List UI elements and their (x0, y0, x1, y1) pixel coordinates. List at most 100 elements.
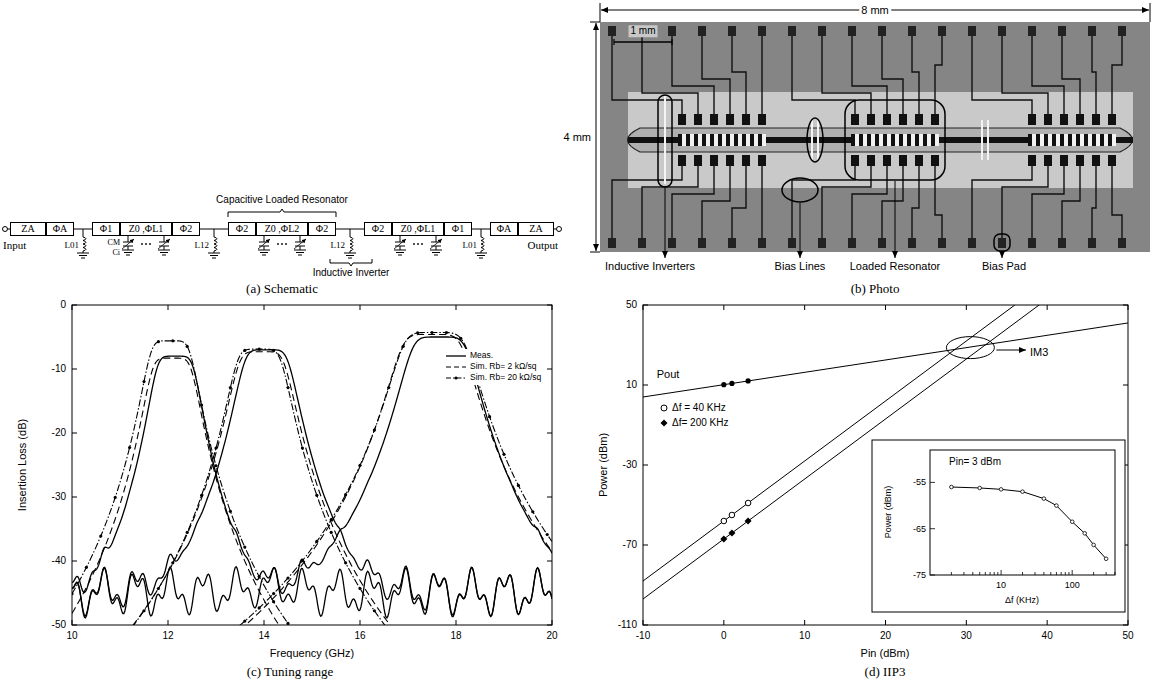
chip-photo (600, 22, 1150, 252)
series-label: Pout (657, 368, 680, 381)
bias-line (1032, 26, 1064, 114)
curve-marker (358, 464, 361, 467)
ground-symbol (296, 252, 304, 253)
curve-marker (85, 566, 88, 569)
curve-marker (157, 587, 160, 590)
curve-marker (416, 331, 419, 334)
bias-pad (1058, 238, 1066, 248)
bias-pad (1028, 238, 1036, 248)
curve-marker (214, 464, 217, 467)
curve-marker (186, 531, 189, 534)
mems-bridge (706, 134, 710, 146)
axis-tick (72, 305, 552, 625)
bias-line (732, 26, 746, 114)
inductor-symbol (83, 229, 86, 253)
tick-label: 50 (1122, 630, 1133, 642)
mems-bridge (718, 134, 722, 146)
bracket-label: Inductive Inverter (313, 267, 390, 279)
actuation-pad (678, 155, 686, 166)
curve-marker (330, 518, 333, 521)
ground-symbol (294, 250, 306, 251)
line-segment-box: ΦA (490, 222, 518, 236)
callout-outline (994, 234, 1010, 251)
legend-marker (661, 405, 667, 411)
ellipsis-dot (421, 243, 423, 245)
curve-marker (373, 609, 376, 612)
axis-tick (1072, 570, 1073, 575)
bias-pad (878, 238, 886, 248)
subfigure-caption: (b) Photo (851, 282, 900, 297)
axis-tick (72, 305, 552, 625)
axis-title: Δf (KHz) (1005, 595, 1039, 605)
mems-bridge (730, 134, 734, 146)
inductive-inverter (987, 120, 989, 160)
leader-arrow (996, 350, 1026, 351)
bias-line (822, 26, 871, 114)
actuation-pad (742, 155, 750, 166)
bias-line (1112, 166, 1122, 248)
curve-marker (358, 587, 361, 590)
inductive-inverter (981, 120, 983, 160)
bias-line (702, 26, 730, 114)
tick-label: 16 (354, 630, 365, 642)
bias-pad (788, 26, 796, 36)
bias-pad (848, 238, 856, 248)
mems-bridge (867, 134, 871, 146)
curve-marker (128, 446, 131, 449)
line-parameter: Φ2 (180, 224, 192, 234)
actuation-pad (851, 155, 859, 166)
actuation-pad (915, 155, 923, 166)
actuation-pad (1044, 114, 1052, 125)
mems-bridge (863, 134, 867, 146)
substrate (628, 92, 1133, 188)
tick-label: 10 (996, 580, 1006, 590)
mems-bridge (746, 134, 750, 146)
actuation-pad (1108, 155, 1116, 166)
mems-bridge (1084, 134, 1088, 146)
bracket-label: Capacitive Loaded Resonator (216, 194, 348, 206)
curve-marker (315, 494, 318, 497)
tick-label: 12 (162, 630, 173, 642)
line-parameter: ZA (21, 224, 34, 234)
axis-tick (1061, 572, 1062, 575)
legend-sample (446, 376, 466, 379)
actuation-pad (694, 155, 702, 166)
axis-tick (1093, 572, 1094, 575)
tick-label: 0 (60, 299, 66, 311)
line-parameter: Φ2 (236, 224, 248, 234)
ellipsis-dot (149, 243, 151, 245)
tick-label: -30 (52, 491, 66, 503)
line-segment-box: Z0 ,ΦL1 (392, 222, 444, 236)
tick-label: 10 (626, 379, 637, 391)
mems-bridge (682, 134, 686, 146)
ground-symbol (434, 255, 438, 256)
actuation-pad (726, 155, 734, 166)
bias-pad (1028, 26, 1036, 36)
mems-bridge (726, 134, 730, 146)
bias-pad (998, 238, 1006, 248)
bias-pad (728, 26, 736, 36)
line-segment-box: Φ2 (228, 222, 256, 236)
mems-bridge (1108, 134, 1112, 146)
line-segment-box: Φ2 (172, 222, 200, 236)
axis-tick (963, 572, 964, 575)
mems-bridge (698, 134, 702, 146)
bias-line (1092, 166, 1096, 248)
bias-pad (998, 26, 1006, 36)
tick-label: 14 (258, 630, 269, 642)
axis-tick (930, 528, 935, 529)
inductive-inverter (817, 120, 819, 160)
leader-arrow (1002, 252, 1003, 258)
actuation-pad (726, 114, 734, 125)
intercept-marker (946, 337, 994, 359)
data-point (1055, 504, 1059, 508)
mems-bridge (1100, 134, 1104, 146)
mems-bridge (1088, 134, 1092, 146)
bias-pad (608, 238, 616, 248)
ground-symbol (77, 253, 89, 254)
curve-marker (459, 337, 462, 340)
ground-symbol (477, 255, 485, 256)
curve-marker (531, 510, 534, 513)
actuation-pad (867, 155, 875, 166)
cpw-outline (628, 128, 1133, 152)
